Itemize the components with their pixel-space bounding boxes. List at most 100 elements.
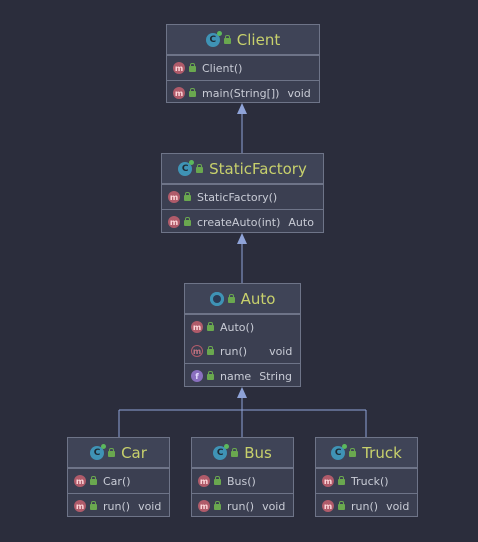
public-lock-icon bbox=[90, 501, 97, 510]
public-lock-icon bbox=[189, 88, 196, 97]
arrow-head-staticfactory bbox=[237, 233, 247, 244]
class-header: C StaticFactory bbox=[162, 154, 323, 184]
public-lock-icon bbox=[184, 192, 191, 201]
member-type: String bbox=[259, 369, 293, 383]
class-title: Bus bbox=[244, 443, 272, 462]
field-icon: f bbox=[191, 370, 203, 382]
member-name: main(String[]) bbox=[202, 86, 280, 100]
member-name: Auto() bbox=[220, 320, 255, 334]
constructor-row[interactable]: m Auto() bbox=[185, 315, 300, 339]
arrow-head-auto bbox=[237, 387, 247, 398]
class-icon: C bbox=[331, 443, 348, 460]
method-icon: m bbox=[173, 62, 185, 74]
constructor-row[interactable]: m StaticFactory() bbox=[162, 185, 323, 209]
public-lock-icon bbox=[223, 34, 231, 44]
constructors-section: m StaticFactory() bbox=[162, 184, 323, 209]
method-row[interactable]: m createAuto(int) Auto bbox=[162, 210, 323, 234]
abstract-method-icon: m bbox=[191, 345, 203, 357]
constructors-section: m Auto() m run() void bbox=[185, 314, 300, 363]
member-name: name bbox=[220, 369, 252, 383]
method-row[interactable]: m run() void bbox=[192, 494, 293, 518]
member-type: void bbox=[269, 344, 293, 358]
class-title: Car bbox=[121, 443, 147, 462]
member-name: run() bbox=[220, 344, 248, 358]
public-lock-icon bbox=[207, 346, 214, 355]
class-static-factory[interactable]: C StaticFactory m StaticFactory() m crea… bbox=[161, 153, 324, 233]
public-lock-icon bbox=[90, 476, 97, 485]
methods-section: m createAuto(int) Auto bbox=[162, 209, 323, 234]
public-lock-icon bbox=[231, 447, 239, 457]
member-name: run() bbox=[351, 499, 379, 513]
public-lock-icon bbox=[227, 293, 235, 303]
member-type: void bbox=[262, 499, 286, 513]
member-name: run() bbox=[103, 499, 131, 513]
method-icon: m bbox=[191, 321, 203, 333]
methods-section: m main(String[]) void bbox=[167, 80, 319, 105]
public-lock-icon bbox=[207, 371, 214, 380]
public-lock-icon bbox=[184, 217, 191, 226]
arrow-head-client bbox=[237, 103, 247, 114]
public-lock-icon bbox=[338, 501, 345, 510]
constructor-row[interactable]: m Car() bbox=[68, 469, 169, 493]
constructors-section: m Client() bbox=[167, 55, 319, 80]
method-row[interactable]: m run() void bbox=[316, 494, 417, 518]
public-lock-icon bbox=[349, 447, 357, 457]
class-title: StaticFactory bbox=[209, 159, 307, 178]
public-lock-icon bbox=[214, 476, 221, 485]
member-type: Auto bbox=[288, 215, 314, 229]
class-bus[interactable]: C Bus m Bus() m run() void bbox=[191, 437, 294, 517]
class-truck[interactable]: C Truck m Truck() m run() void bbox=[315, 437, 418, 517]
method-row[interactable]: m main(String[]) void bbox=[167, 81, 319, 105]
class-client[interactable]: C Client m Client() m main(String[]) voi… bbox=[166, 24, 320, 103]
member-name: Bus() bbox=[227, 474, 256, 488]
public-lock-icon bbox=[108, 447, 116, 457]
member-name: Car() bbox=[103, 474, 131, 488]
member-name: run() bbox=[227, 499, 255, 513]
method-icon: m bbox=[322, 475, 334, 487]
static-method-icon: m bbox=[168, 216, 180, 228]
method-icon: m bbox=[198, 500, 210, 512]
class-icon: C bbox=[90, 443, 107, 460]
class-header: C Client bbox=[167, 25, 319, 55]
public-lock-icon bbox=[214, 501, 221, 510]
abstract-class-icon bbox=[209, 291, 224, 306]
member-name: Client() bbox=[202, 61, 243, 75]
constructors-section: m Bus() bbox=[192, 468, 293, 493]
public-lock-icon bbox=[207, 322, 214, 331]
constructor-row[interactable]: m Bus() bbox=[192, 469, 293, 493]
member-name: createAuto(int) bbox=[197, 215, 281, 229]
class-header: C Car bbox=[68, 438, 169, 468]
constructors-section: m Car() bbox=[68, 468, 169, 493]
constructor-row[interactable]: m Client() bbox=[167, 56, 319, 80]
class-icon: C bbox=[205, 30, 222, 47]
class-header: Auto bbox=[185, 284, 300, 314]
methods-section: m run() void bbox=[192, 493, 293, 518]
method-icon: m bbox=[198, 475, 210, 487]
class-auto[interactable]: Auto m Auto() m run() void f name String bbox=[184, 283, 301, 387]
method-row[interactable]: m run() void bbox=[68, 494, 169, 518]
class-car[interactable]: C Car m Car() m run() void bbox=[67, 437, 170, 517]
method-icon: m bbox=[322, 500, 334, 512]
field-row[interactable]: f name String bbox=[185, 364, 300, 388]
static-method-icon: m bbox=[173, 87, 185, 99]
methods-section: m run() void bbox=[68, 493, 169, 518]
public-lock-icon bbox=[338, 476, 345, 485]
public-lock-icon bbox=[189, 63, 196, 72]
class-header: C Truck bbox=[316, 438, 417, 468]
method-icon: m bbox=[74, 500, 86, 512]
member-name: StaticFactory() bbox=[197, 190, 278, 204]
class-icon: C bbox=[178, 159, 195, 176]
class-title: Auto bbox=[240, 289, 276, 308]
fields-section: f name String bbox=[185, 363, 300, 388]
member-type: void bbox=[386, 499, 410, 513]
constructors-section: m Truck() bbox=[316, 468, 417, 493]
method-icon: m bbox=[168, 191, 180, 203]
member-type: void bbox=[138, 499, 162, 513]
class-title: Truck bbox=[362, 443, 402, 462]
method-row[interactable]: m run() void bbox=[185, 339, 300, 363]
constructor-row[interactable]: m Truck() bbox=[316, 469, 417, 493]
class-icon: C bbox=[213, 443, 230, 460]
class-header: C Bus bbox=[192, 438, 293, 468]
